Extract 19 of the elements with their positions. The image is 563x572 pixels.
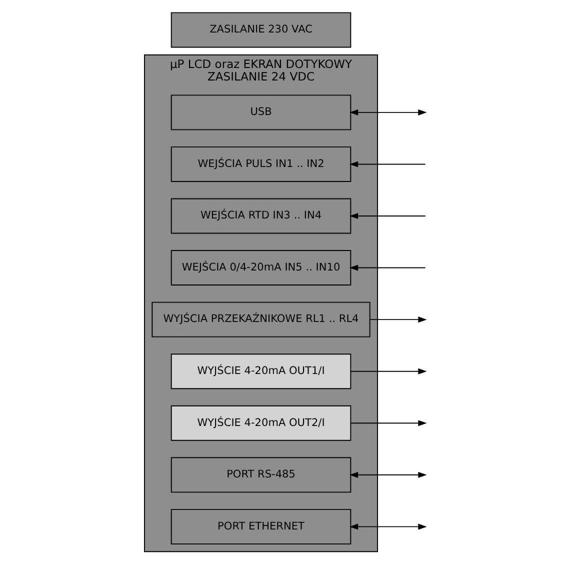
arrow [349,264,426,271]
node-box: PORT RS-485 [170,457,352,493]
arrow [349,524,427,530]
node-box: WEJŚCIA 0/4-20mA IN5 .. IN10 [170,250,352,286]
arrow [349,109,427,116]
arrow [350,420,427,426]
node-box: WYJŚCIE 4-20mA OUT1/I [170,354,352,390]
node-box: WYJŚCIA PRZEKAŹNIKOWE RL1 .. RL4 [152,302,370,338]
arrow [349,472,427,478]
node-box: WYJŚCIE 4-20mA OUT2/I [170,405,352,441]
arrow [370,316,427,323]
arrow [349,161,426,168]
arrow [349,212,426,220]
node-box: PORT ETHERNET [170,508,352,544]
node-box: USB [170,94,352,130]
node-box: WEJŚCIA PULS IN1 .. IN2 [170,146,352,182]
arrow [350,368,427,374]
node-box: ZASILANIE 230 VAC [170,12,352,48]
node-box: WEJŚCIA RTD IN3 .. IN4 [170,198,352,234]
